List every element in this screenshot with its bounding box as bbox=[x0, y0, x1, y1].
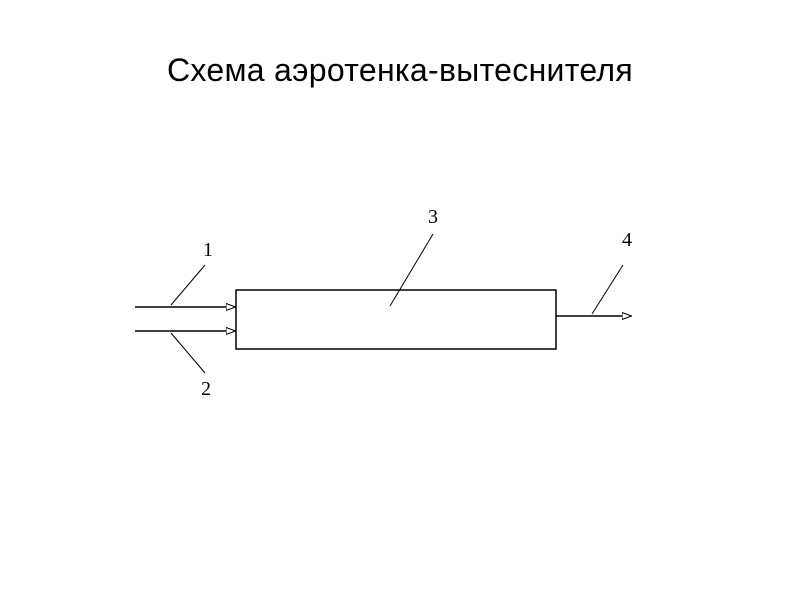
label-inlet-2: 2 bbox=[201, 378, 211, 400]
label-outlet: 4 bbox=[622, 229, 632, 251]
label-tank: 3 bbox=[428, 206, 438, 228]
tank-rectangle bbox=[235, 289, 557, 350]
leader-line-4 bbox=[591, 264, 624, 315]
page-title: Схема аэротенка-вытеснителя bbox=[167, 52, 633, 88]
label-inlet-1: 1 bbox=[203, 239, 213, 261]
leader-line-3 bbox=[389, 233, 434, 307]
leader-line-2 bbox=[170, 332, 206, 374]
leader-line-1 bbox=[170, 264, 206, 306]
